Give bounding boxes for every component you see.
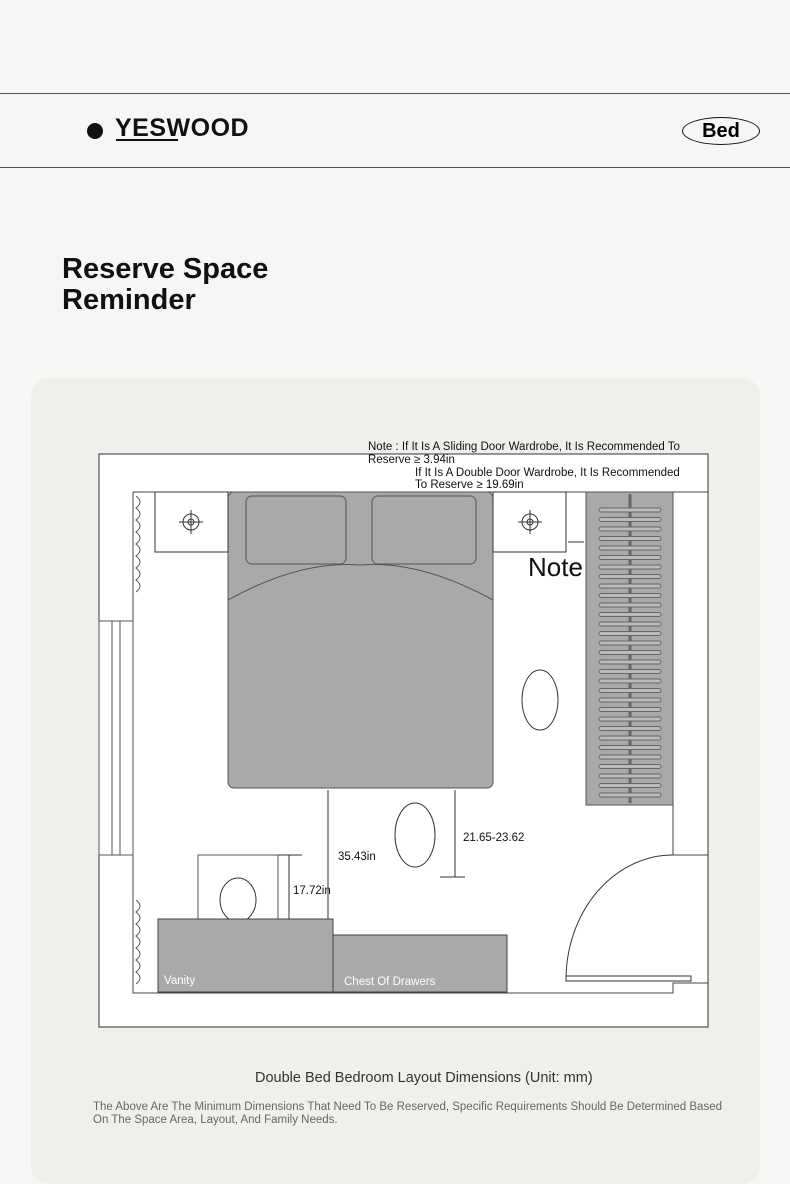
hanger	[598, 716, 662, 722]
dim-chair: 17.72in	[293, 885, 331, 897]
hanger	[598, 583, 662, 589]
hanger	[598, 574, 662, 579]
hanger	[598, 640, 662, 646]
hanger	[598, 726, 662, 731]
hanger	[598, 707, 662, 712]
chest-of-drawers	[332, 934, 508, 993]
lamp-icon	[179, 510, 203, 534]
category-badge: Bed	[682, 117, 760, 145]
hanger	[598, 507, 662, 513]
person-icon	[219, 877, 257, 923]
hanger	[598, 555, 662, 560]
hanger	[598, 697, 662, 703]
pillow	[245, 495, 347, 565]
door-swing	[565, 854, 674, 981]
person-icon	[521, 669, 559, 731]
hanger	[598, 764, 662, 769]
vanity	[157, 918, 334, 993]
door	[565, 975, 692, 982]
hanger	[598, 564, 662, 570]
brand-dot-icon	[87, 123, 103, 139]
dim-bed-side: 21.65-23.62	[463, 832, 525, 844]
brand-underline	[116, 139, 178, 141]
bed	[227, 491, 494, 789]
hanger	[598, 745, 662, 750]
hanger	[598, 545, 662, 551]
note-sliding: Note : If It Is A Sliding Door Wardrobe,…	[368, 441, 680, 453]
hanger	[598, 783, 662, 788]
lamp-icon	[518, 510, 542, 534]
caption: Double Bed Bedroom Layout Dimensions (Un…	[255, 1070, 593, 1086]
hanger	[598, 735, 662, 741]
hanger	[598, 678, 662, 684]
note-label: Note	[528, 552, 583, 582]
brand-logo: YESWOOD	[115, 114, 250, 142]
curtain	[135, 495, 141, 985]
hanger	[598, 773, 662, 779]
hanger	[598, 754, 662, 760]
dim-bed-vanity: 35.43in	[338, 851, 376, 863]
note-double: To Reserve ≥ 19.69in	[415, 479, 524, 491]
chest-label: Chest Of Drawers	[344, 976, 436, 988]
hanger	[598, 526, 662, 532]
footnote: The Above Are The Minimum Dimensions Tha…	[93, 1101, 722, 1126]
pillow	[371, 495, 477, 565]
hanger	[598, 659, 662, 665]
hanger	[598, 536, 662, 541]
hanger	[598, 621, 662, 627]
note-double: If It Is A Double Door Wardrobe, It Is R…	[415, 467, 680, 479]
note-sliding: Reserve ≥ 3.94in	[368, 454, 455, 466]
page-title: Reserve Space Reminder	[62, 253, 269, 316]
hanger	[598, 602, 662, 608]
hanger	[598, 792, 662, 798]
vanity-label: Vanity	[164, 975, 196, 987]
hanger	[598, 669, 662, 674]
hanger	[598, 593, 662, 598]
header-bar	[0, 93, 790, 168]
person-icon	[394, 802, 436, 868]
hanger	[598, 517, 662, 522]
hanger	[598, 688, 662, 693]
hanger	[598, 650, 662, 655]
hanger	[598, 631, 662, 636]
window	[98, 620, 134, 856]
hanger	[598, 612, 662, 617]
